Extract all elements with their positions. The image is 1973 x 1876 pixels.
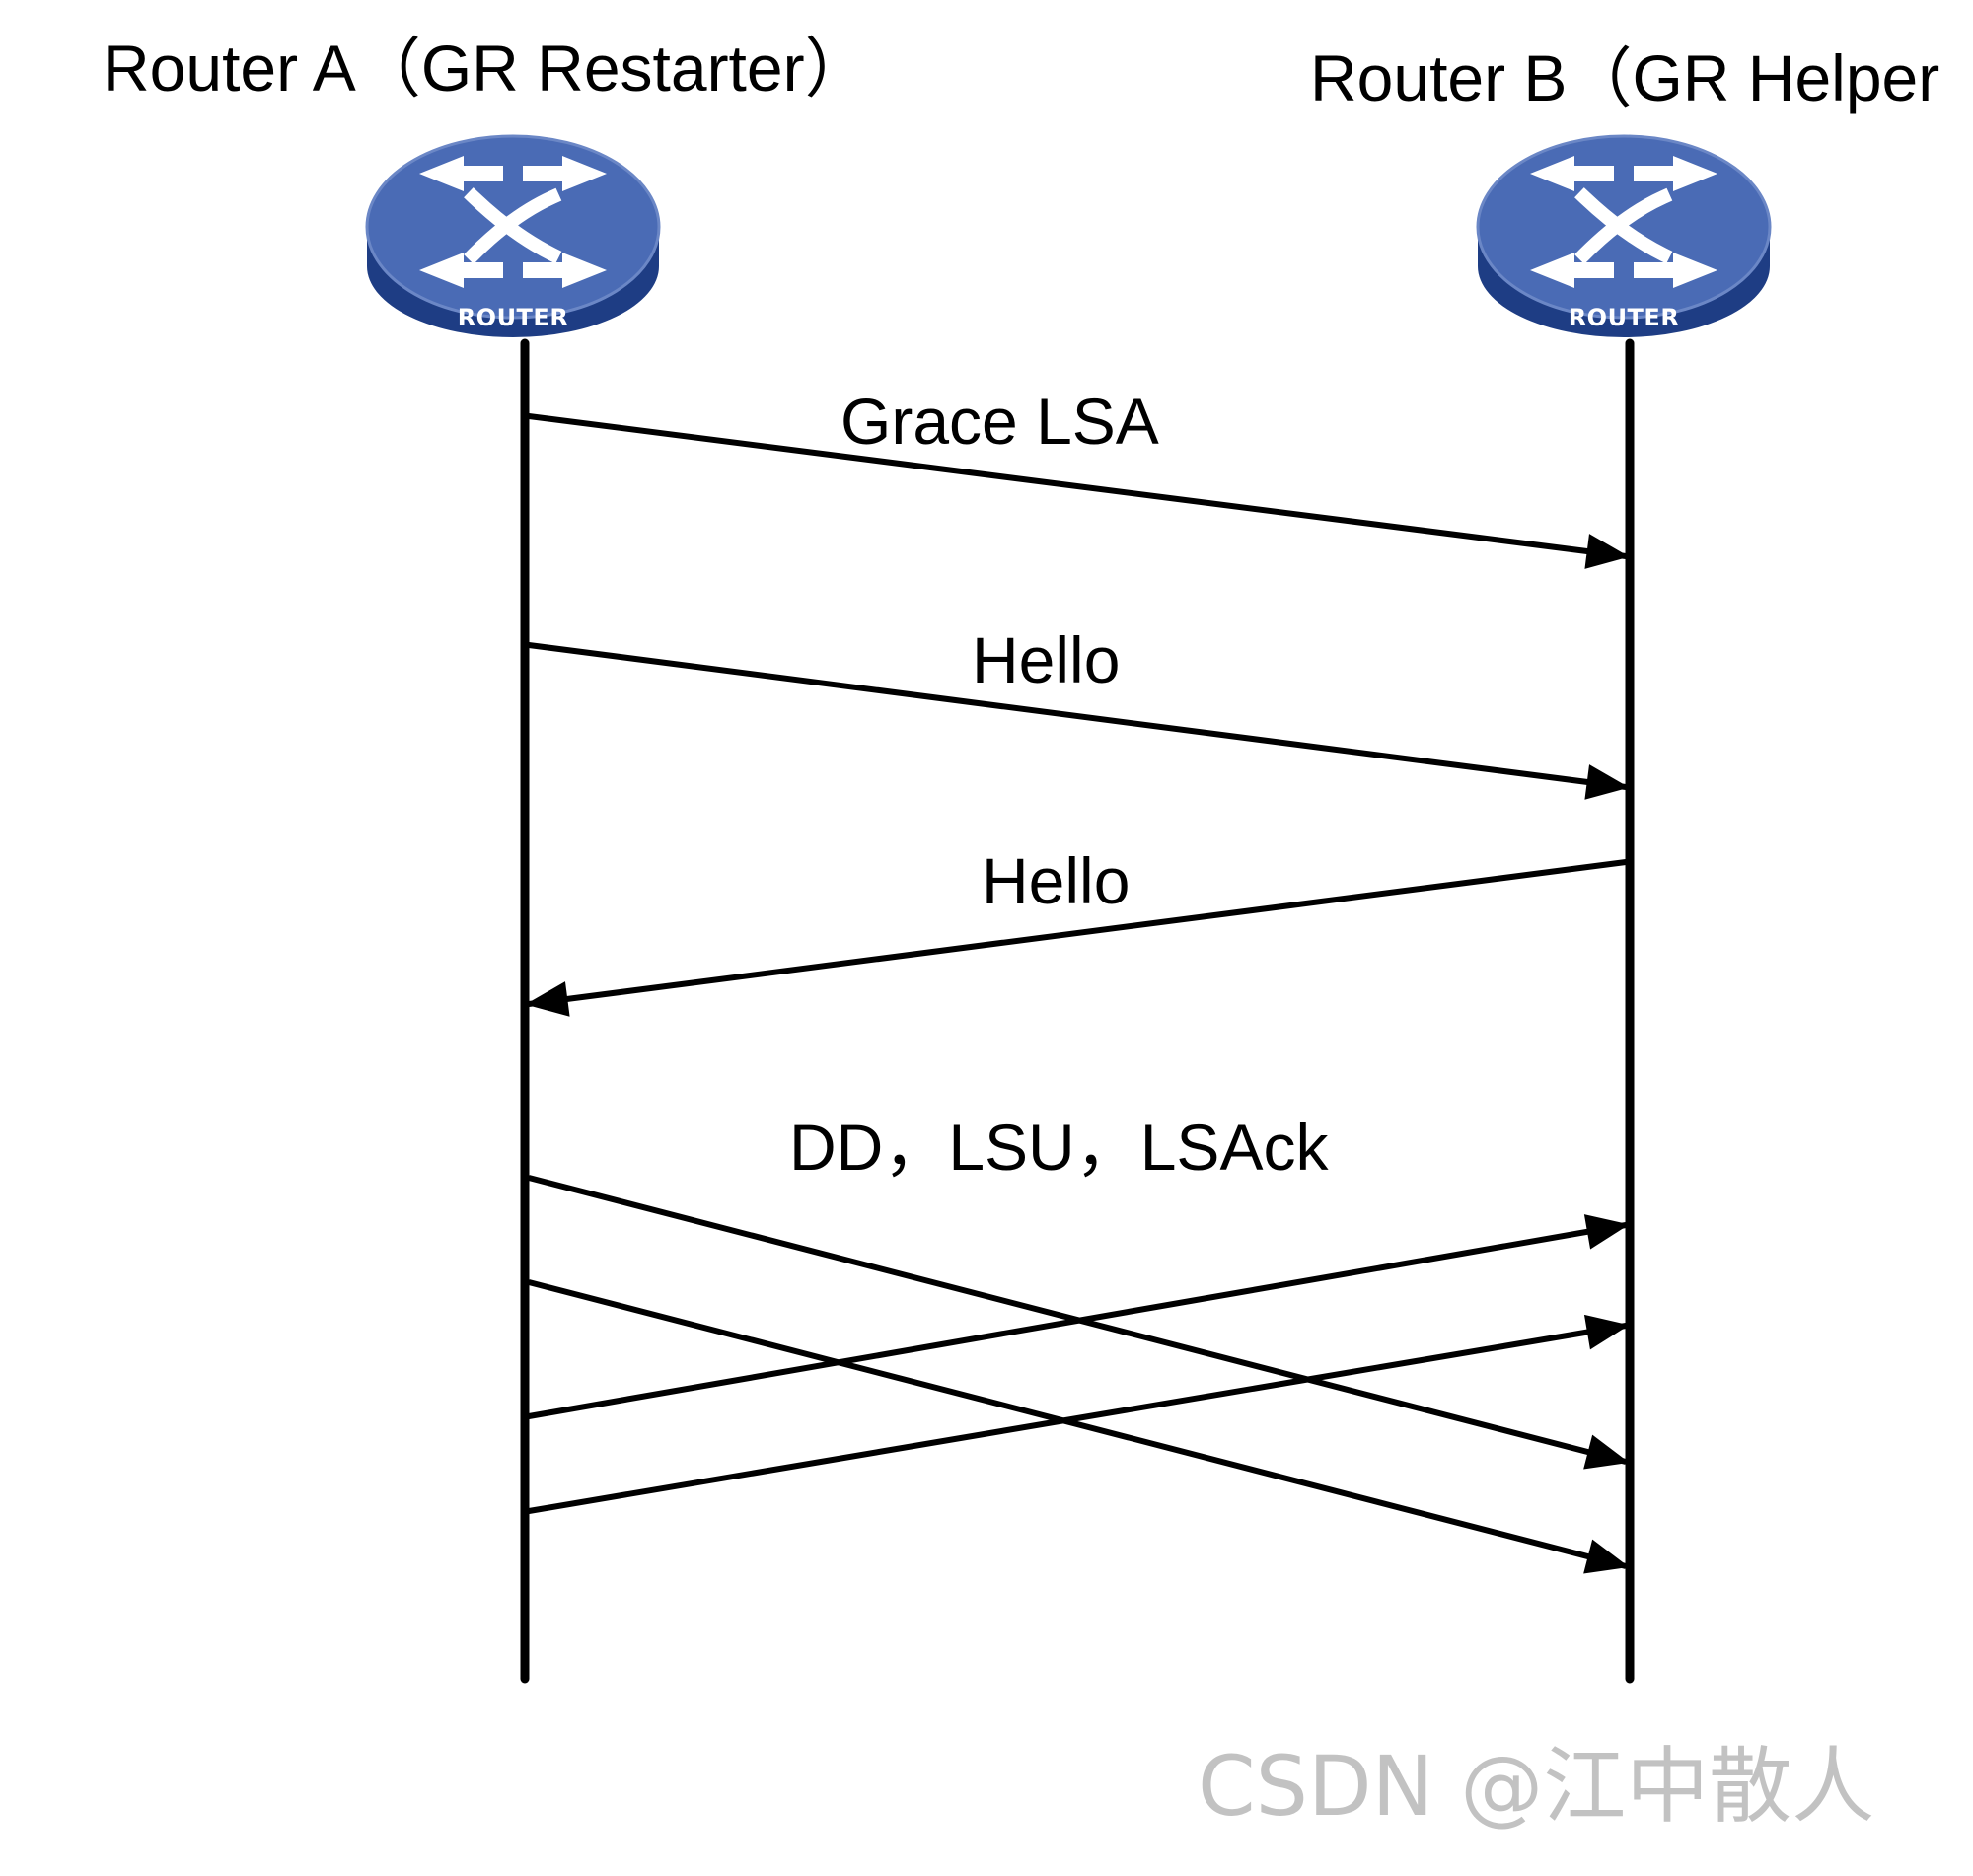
- message-label-dd-lsu-lsack: DD，LSU，LSAck: [789, 1111, 1329, 1184]
- router-icon: ROUTER: [1478, 136, 1770, 337]
- arrow-hello-a-to-b: [528, 642, 1630, 800]
- router-b-title: Router B（GR Helper: [1310, 41, 1939, 114]
- message-label-hello-back: Hello: [982, 844, 1130, 917]
- router-icon: ROUTER: [367, 136, 659, 337]
- arrow-hello-b-to-a: [525, 859, 1627, 1017]
- message-label-hello-out: Hello: [972, 623, 1120, 696]
- message-label-grace-lsa: Grace LSA: [840, 385, 1159, 458]
- router-a-title: Router A（GR Restarter）: [103, 32, 870, 105]
- arrow-exchange-4: [528, 1314, 1630, 1514]
- arrow-exchange-3: [528, 1214, 1630, 1419]
- router-a-badge: ROUTER: [458, 304, 569, 331]
- router-b-badge: ROUTER: [1569, 304, 1680, 331]
- arrow-exchange-2: [528, 1279, 1630, 1574]
- arrow-grace-lsa: [528, 413, 1630, 569]
- watermark-text: CSDN @江中散人: [1198, 1738, 1874, 1835]
